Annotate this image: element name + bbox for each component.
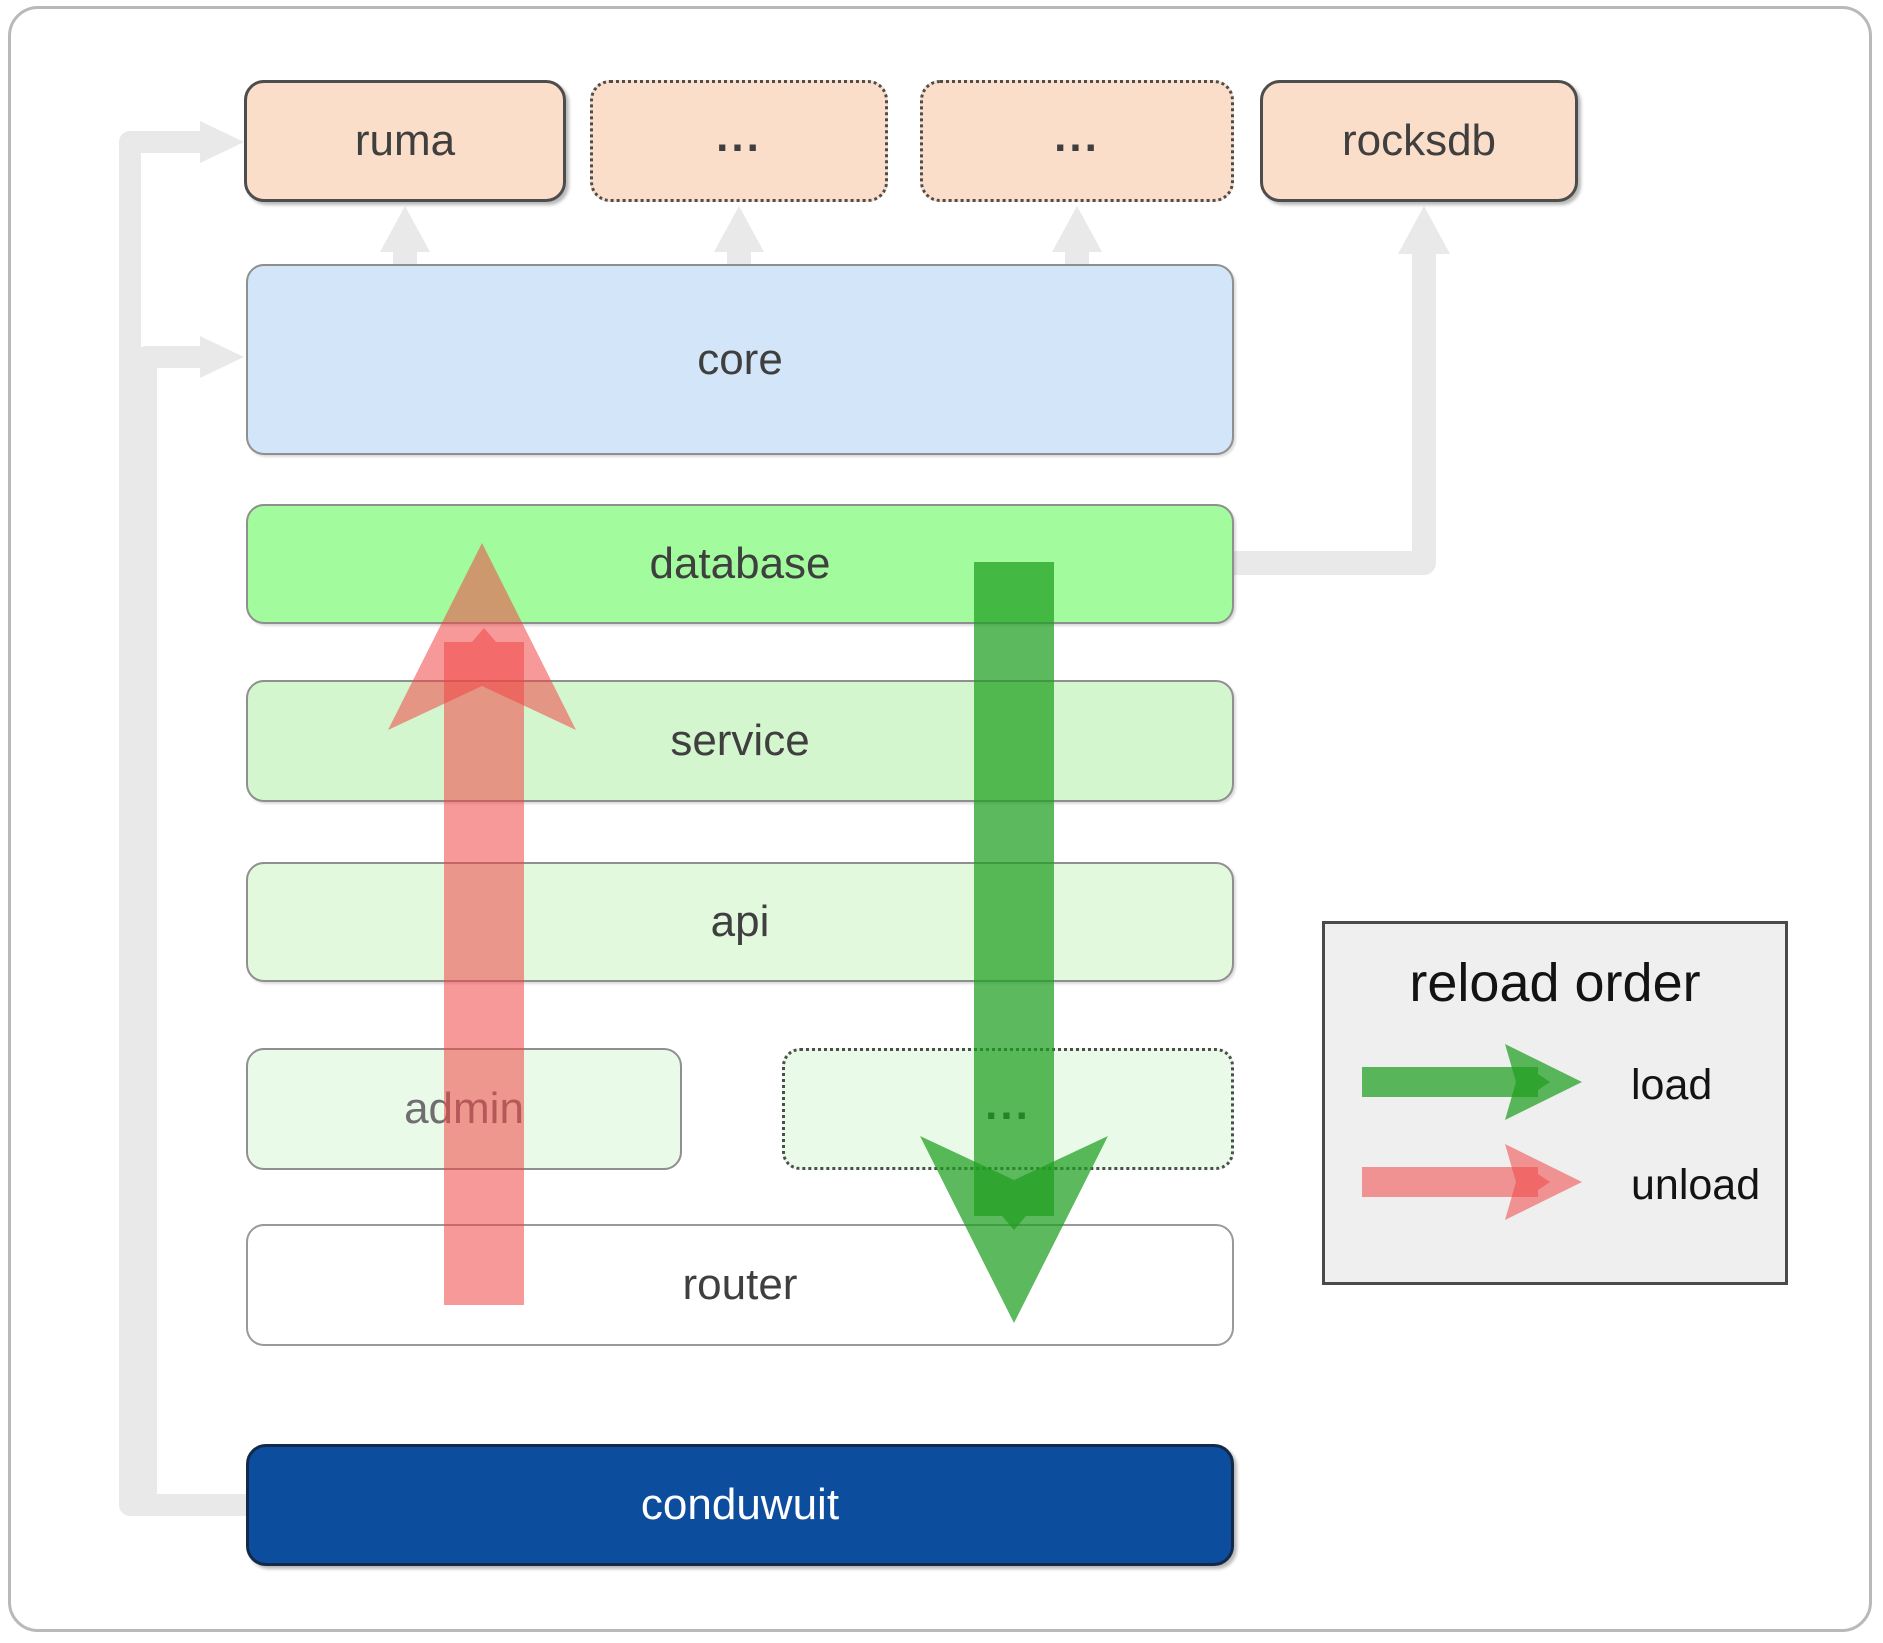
legend-title: reload order (1409, 953, 1701, 1013)
legend-label-unload: unload (1631, 1161, 1761, 1209)
node-router: router (246, 1224, 1234, 1346)
node-database: database (246, 504, 1234, 624)
node-admin: admin (246, 1048, 682, 1170)
node-ruma-label: ruma (354, 116, 456, 165)
node-api: api (246, 862, 1234, 982)
node-ellipsis-2-label: ... (1054, 112, 1100, 161)
node-database-label: database (649, 539, 831, 588)
node-core-label: core (697, 334, 783, 384)
node-ruma: ruma (244, 80, 566, 202)
node-service-label: service (670, 716, 810, 765)
legend-box: reload order load unload (1322, 921, 1788, 1285)
node-service: service (246, 680, 1234, 802)
legend-label-load: load (1631, 1061, 1713, 1109)
node-ellipsis-2: ... (920, 80, 1234, 202)
diagram-frame (8, 6, 1872, 1632)
node-api-label: api (710, 897, 770, 946)
node-admin-label: admin (404, 1084, 524, 1133)
node-core: core (246, 264, 1234, 455)
node-ellipsis-3: ... (782, 1048, 1234, 1170)
node-router-label: router (682, 1260, 798, 1309)
node-conduwuit: conduwuit (246, 1444, 1234, 1566)
node-conduwuit-label: conduwuit (640, 1480, 840, 1529)
node-rocksdb-label: rocksdb (1341, 116, 1497, 165)
node-ellipsis-3-label: ... (985, 1080, 1031, 1129)
node-ellipsis-1-label: ... (716, 112, 762, 161)
node-ellipsis-1: ... (590, 80, 888, 202)
node-rocksdb: rocksdb (1260, 80, 1578, 202)
